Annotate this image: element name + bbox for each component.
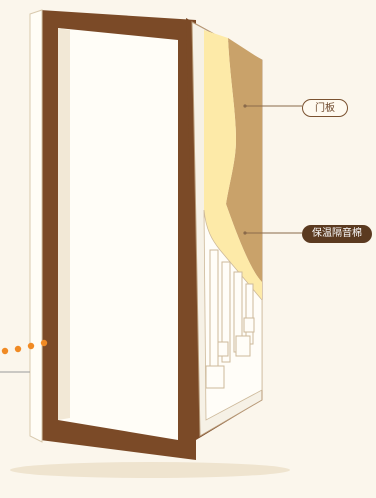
block-2	[235, 335, 251, 357]
pointer-dot-4	[40, 339, 48, 347]
opening-shade	[58, 28, 70, 420]
block-3	[243, 317, 255, 333]
floor-shadow	[10, 462, 290, 478]
door-panel-layer	[226, 38, 262, 282]
frame-opening	[58, 28, 178, 440]
pointer-dot-1	[1, 347, 9, 355]
strip-1	[209, 249, 219, 371]
orange-dotted-pointer	[1, 339, 48, 355]
insulation-layer	[204, 30, 262, 300]
strip-2	[221, 261, 231, 363]
block-1	[205, 365, 225, 389]
callout-dot-core	[243, 231, 247, 235]
insulation-core-callout: 保温隔音棉	[302, 225, 372, 243]
callout-dot-door-panel	[243, 104, 247, 108]
pointer-dot-3	[27, 342, 35, 350]
door-panel-callout: 门板	[302, 99, 348, 117]
honeycomb-strips	[205, 249, 255, 389]
pointer-dot-2	[14, 345, 22, 353]
block-4	[217, 341, 229, 357]
strip-4	[245, 283, 254, 345]
wall-jamb	[29, 9, 43, 443]
